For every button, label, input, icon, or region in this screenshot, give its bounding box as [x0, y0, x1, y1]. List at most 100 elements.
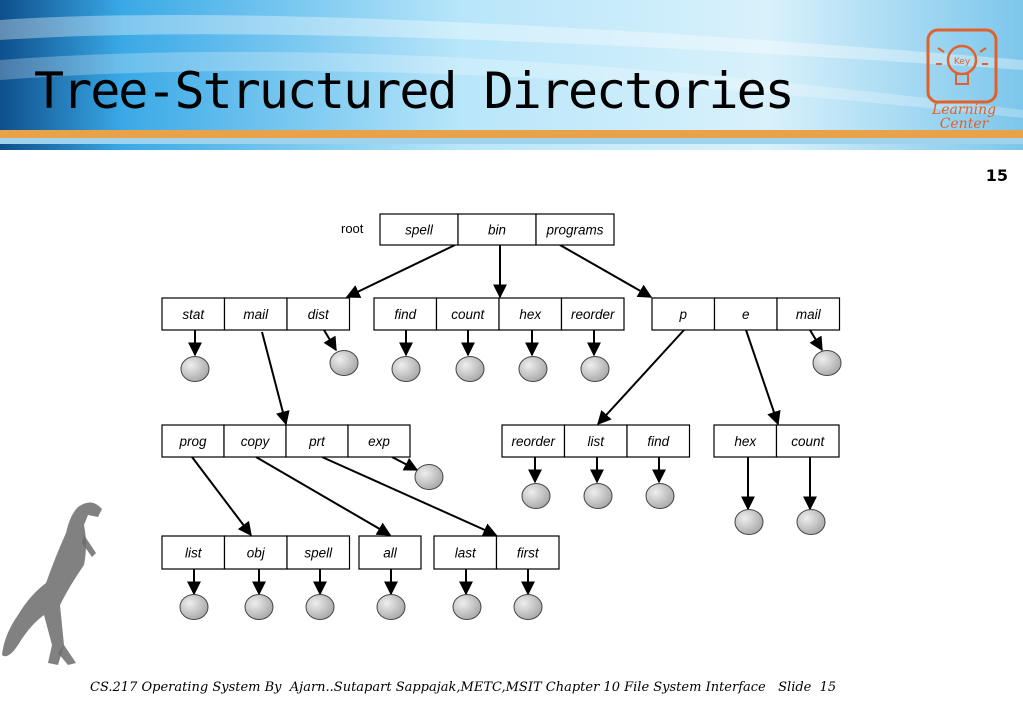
slide-title: Tree-Structured Directories	[34, 62, 795, 120]
tree-edge-arrow	[321, 456, 498, 537]
directory-entry-cell	[626, 424, 691, 458]
directory-entry-cell	[501, 424, 566, 458]
file-node	[305, 594, 335, 620]
directory-entry-label: hex	[519, 307, 542, 322]
directory-entry-label: stat	[182, 307, 205, 322]
directory-entry-label: list	[588, 434, 606, 449]
tree-file-nodes	[179, 350, 842, 620]
file-node	[244, 594, 274, 620]
directory-d_stat: stat mail dist	[161, 297, 351, 331]
directory-entry-cell	[223, 424, 287, 458]
directory-entry-label: find	[647, 434, 669, 449]
directory-entry-label: count	[451, 307, 485, 322]
file-node	[796, 509, 826, 535]
tree-edge-arrow	[745, 329, 781, 426]
directory-d_find: find count hex reorder	[373, 297, 625, 331]
directory-entry-label: spell	[405, 223, 434, 238]
directory-entry-cell	[776, 297, 841, 331]
file-node	[645, 483, 675, 509]
svg-text:Learning: Learning	[931, 102, 996, 118]
directory-entry-cell	[651, 297, 716, 331]
directory-entry-cell	[161, 535, 226, 570]
directory-entry-label: prt	[308, 434, 326, 449]
file-node	[812, 350, 842, 376]
root-label: root	[341, 221, 364, 236]
directory-entry-cell	[286, 535, 351, 570]
directory-entry-cell	[535, 213, 615, 246]
file-node	[414, 464, 444, 490]
directory-entry-label: obj	[247, 546, 266, 561]
directory-entry-label: reorder	[571, 307, 615, 322]
header-background	[0, 0, 1023, 150]
directory-entry-label: find	[394, 307, 416, 322]
directory-d_all: all	[358, 535, 422, 570]
directory-entry-cell	[775, 424, 840, 458]
file-node	[521, 483, 551, 509]
dinosaur-mascot	[2, 502, 102, 665]
svg-text:Center: Center	[940, 116, 990, 132]
file-node	[455, 356, 485, 382]
directory-entry-label: prog	[178, 434, 207, 449]
file-node	[580, 356, 610, 382]
tree-edge-arrow	[191, 456, 252, 537]
directory-entry-cell	[713, 297, 778, 331]
directory-entry-cell	[435, 297, 500, 331]
directory-entry-label: mail	[243, 307, 269, 322]
directory-entry-label: first	[517, 546, 540, 561]
slide-number: 15	[985, 166, 1008, 185]
directory-entry-label: p	[678, 307, 687, 322]
file-node	[513, 594, 543, 620]
directory-entry-label: hex	[734, 434, 757, 449]
slide-header: Tree-Structured Directories	[0, 0, 1023, 150]
tree-edge-arrow	[391, 456, 419, 471]
directory-entry-cell	[498, 297, 563, 331]
slide-footer: CS.217 Operating System By Ajarn..Sutapa…	[90, 680, 837, 695]
tree-edge-arrow	[323, 329, 337, 352]
directory-entry-cell	[285, 424, 349, 458]
directory-entry-cell	[223, 297, 288, 331]
directory-entry-label: dist	[308, 307, 330, 322]
directory-entry-label: e	[742, 307, 750, 322]
directory-d_list: list obj spell	[161, 535, 351, 570]
tree-edge-arrow	[261, 331, 290, 426]
file-node	[391, 356, 421, 382]
directory-entry-cell	[560, 297, 625, 331]
directory-entry-label: exp	[368, 434, 390, 449]
tree-edge-arrow	[809, 329, 823, 352]
tree-edge-arrow	[559, 244, 653, 298]
tree-edges	[187, 244, 823, 596]
tree-edge-arrow	[597, 329, 685, 426]
tree-edge-arrow	[255, 456, 392, 536]
file-node	[518, 356, 548, 382]
directory-entry-label: reorder	[511, 434, 555, 449]
file-node	[179, 594, 209, 620]
file-node	[734, 509, 764, 535]
directory-entry-label: copy	[241, 434, 271, 449]
directory-entry-label: list	[185, 546, 203, 561]
directory-entry-label: spell	[304, 546, 333, 561]
svg-text:Key: Key	[954, 57, 971, 67]
directory-entry-cell	[347, 424, 411, 458]
directory-entry-cell	[358, 535, 422, 570]
file-node	[180, 356, 210, 382]
directory-d_reorder: reorder list find	[501, 424, 691, 458]
file-node	[329, 350, 359, 376]
file-node	[583, 483, 613, 509]
directory-entry-cell	[161, 424, 225, 458]
file-node	[376, 594, 406, 620]
directory-d_prog: prog copy prt exp	[161, 424, 411, 458]
directory-entry-cell	[286, 297, 351, 331]
file-node	[452, 594, 482, 620]
directory-d_hex: hex count	[713, 424, 840, 458]
directory-entry-label: count	[791, 434, 825, 449]
directory-entry-cell	[713, 424, 778, 458]
directory-entry-cell	[495, 535, 560, 570]
directory-entry-label: all	[383, 546, 398, 561]
tree-edge-arrow	[345, 244, 456, 298]
directory-entry-label: programs	[545, 223, 603, 238]
